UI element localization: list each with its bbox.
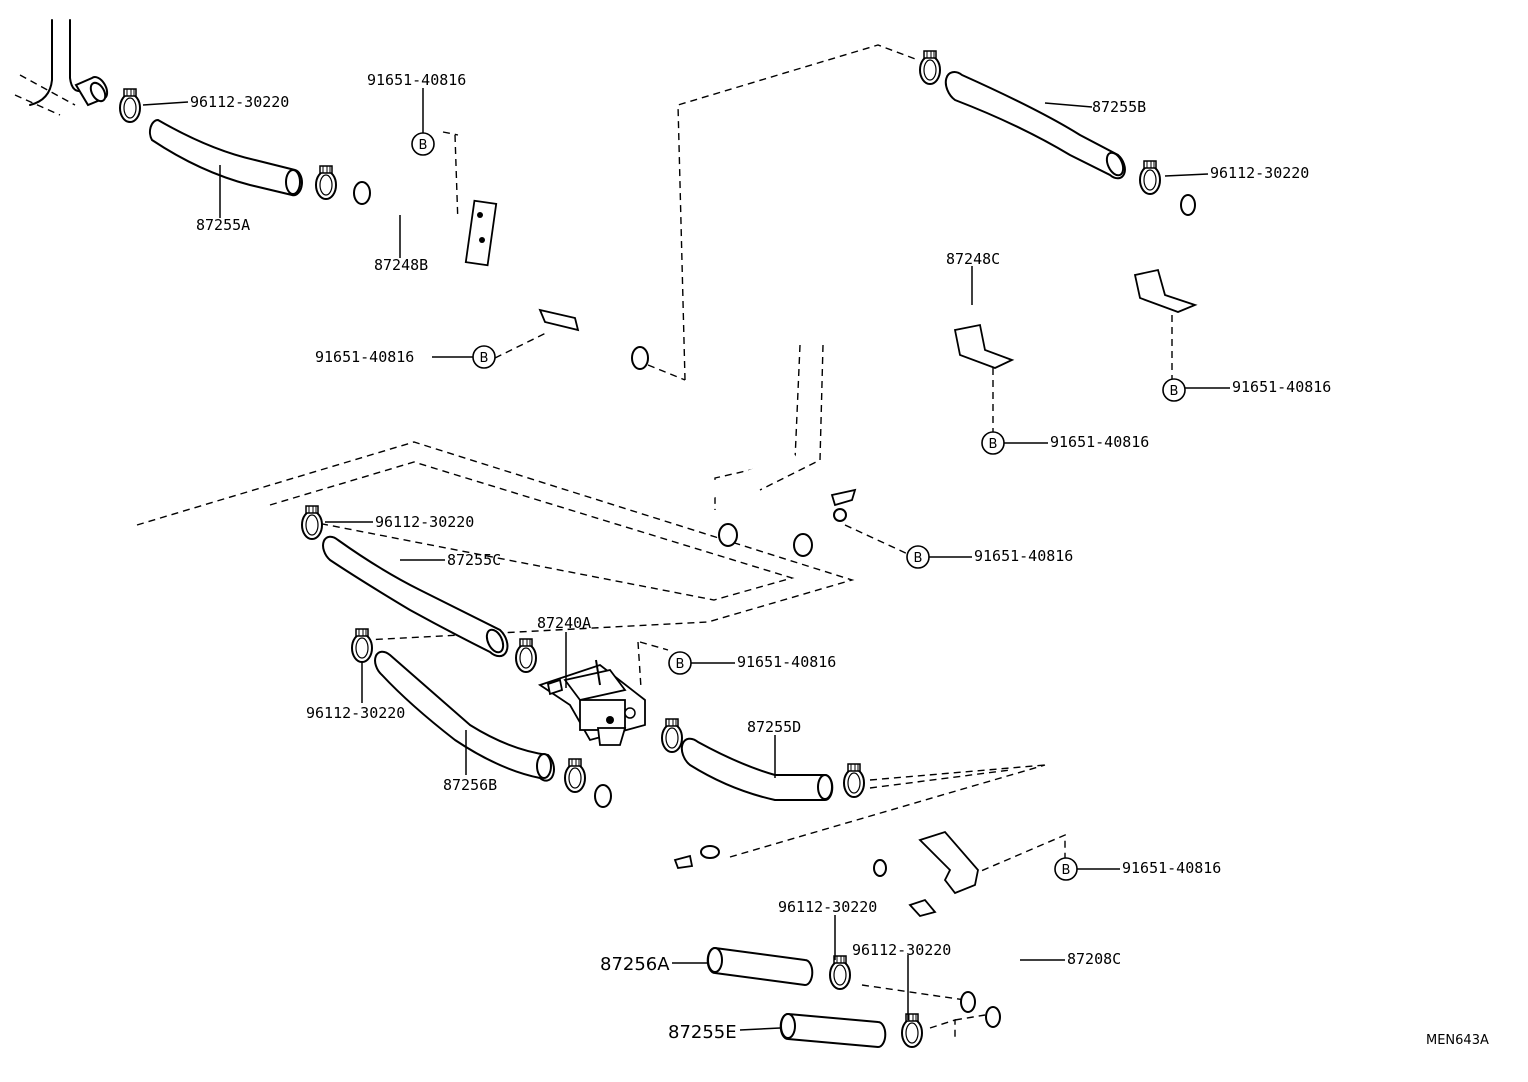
clamp-mid-left[interactable] [301, 505, 323, 540]
label-hose-87255B: 87255B [1092, 98, 1146, 116]
bolt-marker-right-1[interactable]: B [1162, 378, 1186, 402]
valve-87240A[interactable] [537, 659, 646, 746]
clamp-87255D-end[interactable] [843, 763, 865, 798]
label-clamp-bottom-1: 96112-30220 [778, 898, 877, 916]
label-valve-87240A: 87240A [537, 614, 591, 632]
clamp-87255A-end[interactable] [315, 165, 337, 200]
hose-87255A[interactable] [148, 118, 303, 197]
label-clamp-top-right: 96112-30220 [1210, 164, 1309, 182]
pipe-lower-long[interactable] [594, 784, 892, 887]
label-hose-87255E: 87255E [668, 1022, 737, 1043]
clamp-87255B-top[interactable] [919, 50, 941, 85]
clamp-87256B-end[interactable] [564, 758, 586, 793]
hose-87255B[interactable] [944, 71, 1127, 180]
label-clamp-lower-left: 96112-30220 [306, 704, 405, 722]
bolt-letter: B [419, 138, 428, 153]
label-clamp-mid-left: 96112-30220 [375, 513, 474, 531]
pipe-87248B[interactable] [353, 181, 649, 370]
label-pipe-87248C: 87248C [946, 250, 1000, 268]
bolt-marker-right-3[interactable]: B [906, 545, 930, 569]
bolt-marker-bottom-right[interactable]: B [1054, 857, 1078, 881]
label-bolt-top-upper: 91651-40816 [367, 71, 466, 89]
bolt-letter: B [1062, 863, 1071, 878]
clamp-bottom-1[interactable] [829, 955, 851, 990]
clamp-lower-left[interactable] [351, 628, 373, 663]
label-pipe-87208C: 87208C [1067, 950, 1121, 968]
clamp-top-left[interactable] [119, 88, 141, 123]
clamp-top-right[interactable] [1139, 160, 1161, 195]
label-hose-87255C: 87255C [447, 551, 501, 569]
label-bolt-top-lower: 91651-40816 [315, 348, 414, 366]
leader-lines [142, 88, 1230, 1031]
clamp-87255D-start[interactable] [661, 718, 683, 753]
label-hose-87255D: 87255D [747, 718, 801, 736]
clamp-bottom-2[interactable] [901, 1013, 923, 1048]
label-bolt-valve: 91651-40816 [737, 653, 836, 671]
label-hose-87256B: 87256B [443, 776, 497, 794]
pipe-87248C[interactable] [690, 194, 1240, 557]
label-bolt-right-1: 91651-40816 [1232, 378, 1331, 396]
label-bolt-bottom-right: 91651-40816 [1122, 859, 1221, 877]
bolt-marker-top-lower[interactable]: B [472, 345, 496, 369]
label-hose-87256A: 87256A [600, 954, 670, 975]
hose-87255C[interactable] [322, 535, 509, 658]
pipe-87208C[interactable] [898, 830, 1043, 1028]
label-clamp-bottom-2: 96112-30220 [852, 941, 951, 959]
bolt-letter: B [914, 551, 923, 566]
bolt-marker-valve[interactable]: B [668, 651, 692, 675]
label-bolt-right-3: 91651-40816 [974, 547, 1073, 565]
label-hose-87255A: 87255A [196, 216, 250, 234]
bolt-letter: B [989, 437, 998, 452]
bolt-letter: B [1170, 384, 1179, 399]
hose-87255D[interactable] [680, 737, 834, 801]
bolt-marker-top-upper[interactable]: B [411, 132, 435, 156]
hose-87256B[interactable] [374, 650, 555, 782]
bolt-letter: B [676, 657, 685, 672]
hose-87255E[interactable] [779, 1012, 887, 1049]
part-labels: 96112-30220 91651-40816 87255A 87248B 91… [190, 71, 1489, 1048]
bolt-letter: B [480, 351, 489, 366]
label-pipe-87248B: 87248B [374, 256, 428, 274]
figure-ref-code: MEN643A [1426, 1033, 1489, 1048]
label-bolt-right-2: 91651-40816 [1050, 433, 1149, 451]
clamp-87255C-end[interactable] [515, 638, 537, 673]
top-left-pipe-stub [29, 19, 109, 107]
hose-87256A[interactable] [706, 946, 814, 987]
dashed-assembly-lines [14, 44, 1173, 1040]
bolt-marker-right-2[interactable]: B [981, 431, 1005, 455]
label-clamp-top-left: 96112-30220 [190, 93, 289, 111]
